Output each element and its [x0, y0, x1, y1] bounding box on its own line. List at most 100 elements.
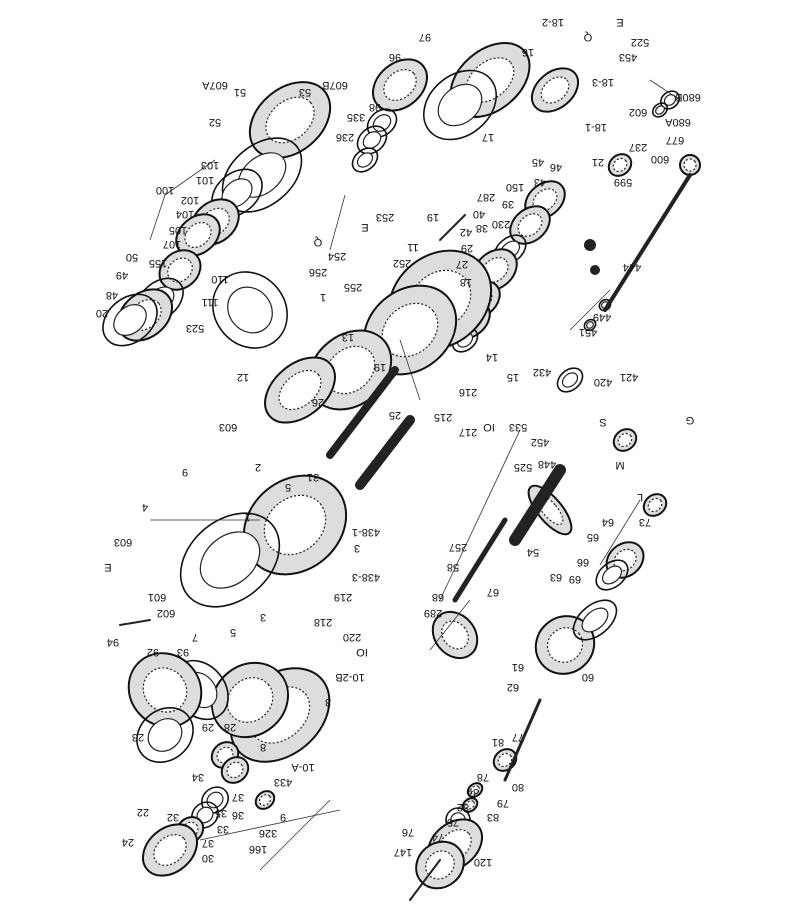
part-number-label: 27: [456, 258, 468, 270]
ring-seal-part: [351, 147, 379, 173]
part-number-label: 101: [196, 174, 214, 186]
ring-seal-part: [136, 707, 194, 763]
part-number-label: 9: [280, 811, 286, 823]
leader-line: [329, 194, 346, 251]
part-number-label: G: [686, 414, 695, 426]
ring-seal-part: [422, 69, 498, 141]
part-number-label: 335: [347, 111, 365, 123]
ring-seal-part: [572, 599, 618, 641]
part-bore: [258, 794, 272, 806]
part-number-label: 3: [260, 611, 266, 623]
part-number-label: 52: [209, 116, 221, 128]
part-number-label: 18-3: [592, 76, 614, 88]
part-number-label: 28: [224, 721, 236, 733]
shaft-part: [509, 464, 566, 546]
part-number-label: 65: [587, 531, 599, 543]
part-bore: [540, 76, 570, 104]
part-number-label: 35: [215, 807, 227, 819]
part-number-label: 84: [467, 786, 479, 798]
part-number-label: 83: [487, 811, 499, 823]
part-number-label: 15: [507, 371, 519, 383]
leader-line: [649, 79, 681, 101]
part-number-label: 78: [477, 771, 489, 783]
part-bore: [612, 157, 628, 173]
leader-line: [259, 799, 331, 871]
part-number-label: 433: [274, 776, 292, 788]
leader-line: [599, 499, 641, 566]
part-number-label: 11: [407, 241, 418, 253]
shaft-part: [355, 415, 415, 490]
part-number-label: 9: [182, 466, 188, 478]
part-number-label: 120: [474, 856, 492, 868]
part-bore: [581, 607, 609, 633]
ring-seal-part: [583, 318, 597, 332]
leader-line: [569, 289, 611, 331]
part-number-label: 49: [116, 269, 128, 281]
part-number-label: 61: [512, 661, 524, 673]
part-number-label: 19: [374, 361, 386, 373]
leader-line: [164, 159, 216, 196]
part-number-label: 37: [232, 791, 244, 803]
part-number-label: 677: [666, 134, 684, 146]
part-number-label: 26: [312, 396, 324, 408]
leader-line: [429, 599, 471, 651]
part-number-label: 105: [169, 224, 187, 236]
part-number-label: 50: [126, 251, 138, 263]
part-number-label: 104: [176, 208, 194, 220]
part-bore: [561, 372, 579, 388]
shaft-part: [603, 173, 692, 312]
part-bore: [441, 620, 469, 650]
part-number-label: 5: [230, 626, 236, 638]
part-number-label: 1: [245, 511, 251, 523]
part-number-label: IO: [483, 421, 495, 433]
part-number-label: 601: [148, 591, 166, 603]
part-number-label: 533: [509, 421, 527, 433]
part-number-label: 103: [201, 159, 219, 171]
leader-line: [199, 809, 341, 841]
part-number-label: 252: [393, 257, 411, 269]
part-number-label: 79: [497, 797, 509, 809]
part-number-label: 16: [522, 46, 534, 58]
part-number-label: 100: [156, 184, 174, 196]
part-number-label: 30: [202, 852, 214, 864]
part-number-label: 24: [122, 836, 134, 848]
part-number-label: 40: [473, 208, 485, 220]
part-number-label: 216: [459, 386, 477, 398]
part-number-label: 523: [186, 322, 204, 334]
part-number-label: 62: [507, 681, 519, 693]
part-number-label: 42: [460, 226, 472, 238]
part-number-label: 444: [623, 261, 641, 273]
part-number-label: 680A: [664, 116, 690, 128]
part-number-label: 13: [342, 331, 354, 343]
part-number-label: 69: [569, 573, 581, 585]
part-bore: [372, 114, 392, 132]
part-number-label: 36: [232, 809, 244, 821]
part-bore: [226, 761, 244, 779]
part-number-label: 14: [486, 351, 498, 363]
shaft-part: [452, 517, 508, 603]
part-bore: [383, 69, 417, 101]
part-number-label: 147: [394, 846, 412, 858]
part-bore: [617, 432, 633, 448]
part-number-label: 449: [593, 311, 611, 323]
part-bore: [601, 565, 623, 585]
part-number-label: 453: [619, 51, 637, 63]
part-number-label: 217: [459, 426, 477, 438]
part-number-label: 525: [514, 461, 532, 473]
part-bore: [517, 213, 543, 237]
part-number-label: 7: [192, 631, 198, 643]
part-bore: [356, 152, 374, 168]
part-number-label: 220: [343, 631, 361, 643]
part-number-label: 43: [534, 176, 546, 188]
part-number-label: IO: [356, 646, 368, 658]
part-bore: [437, 83, 483, 127]
part-number-label: 19: [427, 211, 439, 223]
ring-seal-part: [179, 512, 281, 608]
part-number-label: 600: [651, 153, 669, 165]
part-number-label: 54: [527, 546, 539, 558]
part-number-label: 603: [114, 536, 132, 548]
fastener-part: [590, 265, 600, 275]
shaft-part: [503, 698, 542, 782]
part-number-label: 438-1: [352, 526, 380, 538]
